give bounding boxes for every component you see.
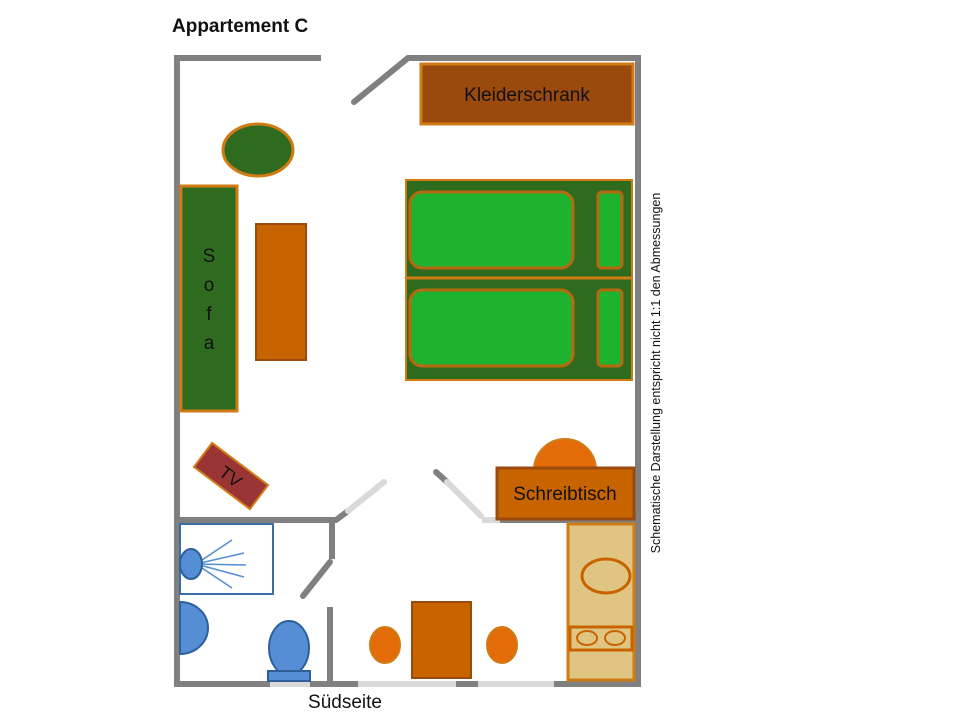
south-side-label: Südseite — [308, 692, 382, 713]
hotplate-burner-1 — [576, 630, 598, 646]
desk: Schreibtisch — [495, 466, 636, 521]
kitchenette — [566, 522, 636, 682]
bed-mattress-1 — [408, 190, 575, 270]
tv: TV — [192, 441, 270, 511]
inner-door-left — [333, 479, 387, 523]
sink-icon — [580, 557, 632, 595]
scale-disclaimer: Schematische Darstellung entspricht nich… — [649, 193, 663, 554]
sofa-letter-s: S — [203, 246, 216, 267]
dining-chair-left — [369, 626, 401, 664]
inner-door-right — [433, 469, 500, 523]
desk-chair — [532, 438, 598, 471]
coffee-table — [255, 223, 307, 361]
ottoman — [221, 122, 295, 178]
bed-pillow-1 — [596, 190, 624, 270]
dining-table — [411, 601, 472, 679]
wardrobe: Kleiderschrank — [419, 62, 635, 126]
bed-pillow-2 — [596, 288, 624, 368]
wardrobe-label: Kleiderschrank — [464, 85, 590, 106]
hotplate-burner-2 — [604, 630, 626, 646]
desk-label: Schreibtisch — [513, 484, 617, 505]
entrance-door — [351, 55, 411, 105]
bed-mattress-2 — [408, 288, 575, 368]
toilet-icon — [267, 620, 311, 682]
sofa-letter-a: a — [204, 333, 215, 354]
page-title: Appartement C — [172, 16, 308, 37]
sofa: S o f a — [179, 184, 239, 413]
dining-chair-right — [486, 626, 518, 664]
sofa-letter-f: f — [206, 304, 212, 325]
beds — [405, 179, 633, 381]
sofa-letter-o: o — [204, 275, 215, 296]
washbasin-icon — [179, 600, 209, 656]
shower-head-icon — [179, 539, 247, 589]
bathroom-door — [300, 559, 333, 599]
